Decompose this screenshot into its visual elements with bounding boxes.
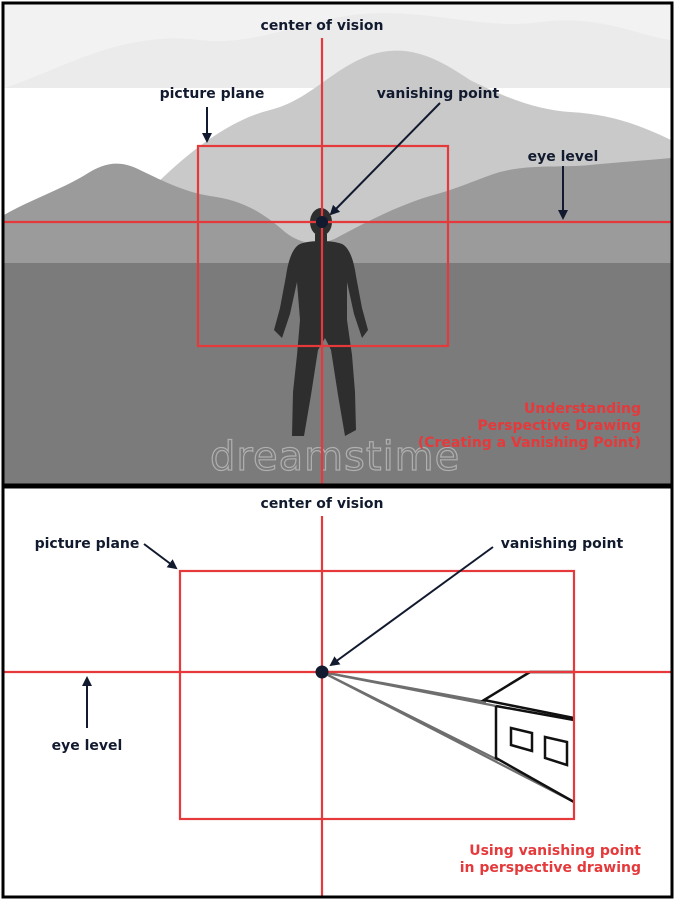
label-eye-level: eye level [528,149,599,165]
picture-plane-rect [178,569,576,821]
top-title-line-1: Understanding [524,401,641,417]
label-picture-plane: picture plane [160,86,265,102]
sky-band [4,12,671,89]
vanishing-point-dot-icon [316,216,328,228]
top-title-line-3: (Creating a Vanishing Point) [418,435,641,451]
top-panel-border [1,1,674,487]
sky-haze [4,4,671,88]
label-eye-level: eye level [52,738,123,754]
bottom-bg [4,487,671,896]
label-center-of-vision: center of vision [261,496,384,512]
label-center-of-vision: center of vision [261,18,384,34]
label-vanishing-point: vanishing point [501,536,624,552]
top-panel: dreamstime center of vision picture plan… [1,1,674,487]
arrow-icon [329,546,494,667]
bottom-panel-border [1,485,674,899]
arrow-icon [143,543,178,570]
label-picture-plane: picture plane [35,536,140,552]
top-title-line-2: Perspective Drawing [478,418,642,434]
near-mountain [4,158,671,270]
watermark: dreamstime [210,434,460,480]
bottom-panel: center of vision picture plane vanishing… [1,485,674,899]
bottom-title-line-1: Using vanishing point [469,843,641,859]
label-vanishing-point: vanishing point [377,86,500,102]
vanishing-point-dot-icon [315,665,329,679]
bottom-title-line-2: in perspective drawing [460,860,641,876]
arrow-icon [329,102,441,216]
